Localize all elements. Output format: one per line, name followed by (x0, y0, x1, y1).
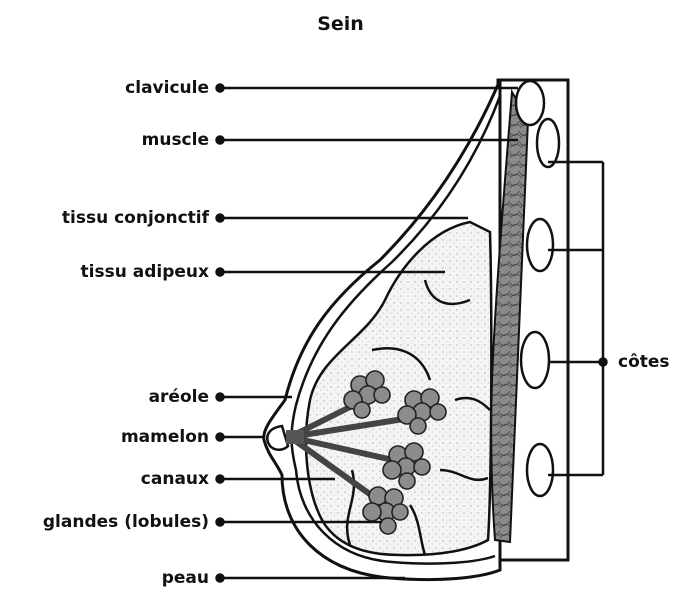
label-tissu-conjonctif: tissu conjonctif (62, 208, 209, 228)
label-muscle: muscle (142, 130, 209, 150)
label-canaux: canaux (141, 469, 209, 489)
clavicle-bone (516, 81, 544, 125)
nipple-duct-bundle (286, 430, 304, 444)
diagram-title: Sein (0, 14, 681, 34)
label-cotes: côtes (618, 352, 670, 372)
label-glandes: glandes (lobules) (43, 512, 209, 532)
label-mamelon: mamelon (121, 427, 209, 447)
label-tissu-adipeux: tissu adipeux (81, 262, 209, 282)
label-areole: aréole (149, 387, 209, 407)
label-peau: peau (162, 568, 209, 588)
label-clavicule: clavicule (125, 78, 209, 98)
